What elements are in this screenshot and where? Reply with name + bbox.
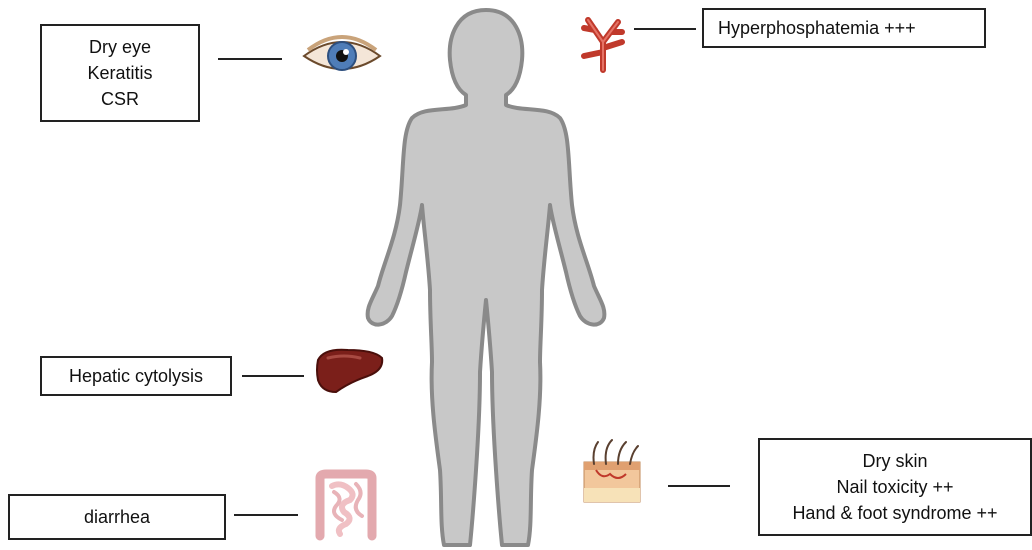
blood-vessel-icon bbox=[578, 12, 628, 72]
eye-icon bbox=[302, 34, 382, 78]
vessel-effect-label: Hyperphosphatemia +++ bbox=[718, 15, 916, 41]
intestine-effect-label: diarrhea bbox=[84, 504, 150, 530]
eye-effect-label: CSR bbox=[101, 86, 139, 112]
eye-effect-label: Keratitis bbox=[87, 60, 152, 86]
intestine-connector bbox=[234, 514, 298, 516]
liver-icon bbox=[314, 346, 386, 394]
vessel-effects-box: Hyperphosphatemia +++ bbox=[702, 8, 986, 48]
eye-connector bbox=[218, 58, 282, 60]
eye-effects-box: Dry eye Keratitis CSR bbox=[40, 24, 200, 122]
skin-effect-label: Nail toxicity ++ bbox=[836, 474, 953, 500]
intestine-effects-box: diarrhea bbox=[8, 494, 226, 540]
eye-effect-label: Dry eye bbox=[89, 34, 151, 60]
intestine-icon bbox=[314, 470, 378, 540]
skin-effects-box: Dry skin Nail toxicity ++ Hand & foot sy… bbox=[758, 438, 1032, 536]
skin-effect-label: Dry skin bbox=[862, 448, 927, 474]
skin-effect-label: Hand & foot syndrome ++ bbox=[792, 500, 997, 526]
liver-connector bbox=[242, 375, 304, 377]
skin-cross-section-icon bbox=[582, 440, 644, 504]
liver-effects-box: Hepatic cytolysis bbox=[40, 356, 232, 396]
vessel-connector bbox=[634, 28, 696, 30]
liver-effect-label: Hepatic cytolysis bbox=[69, 363, 203, 389]
skin-connector bbox=[668, 485, 730, 487]
